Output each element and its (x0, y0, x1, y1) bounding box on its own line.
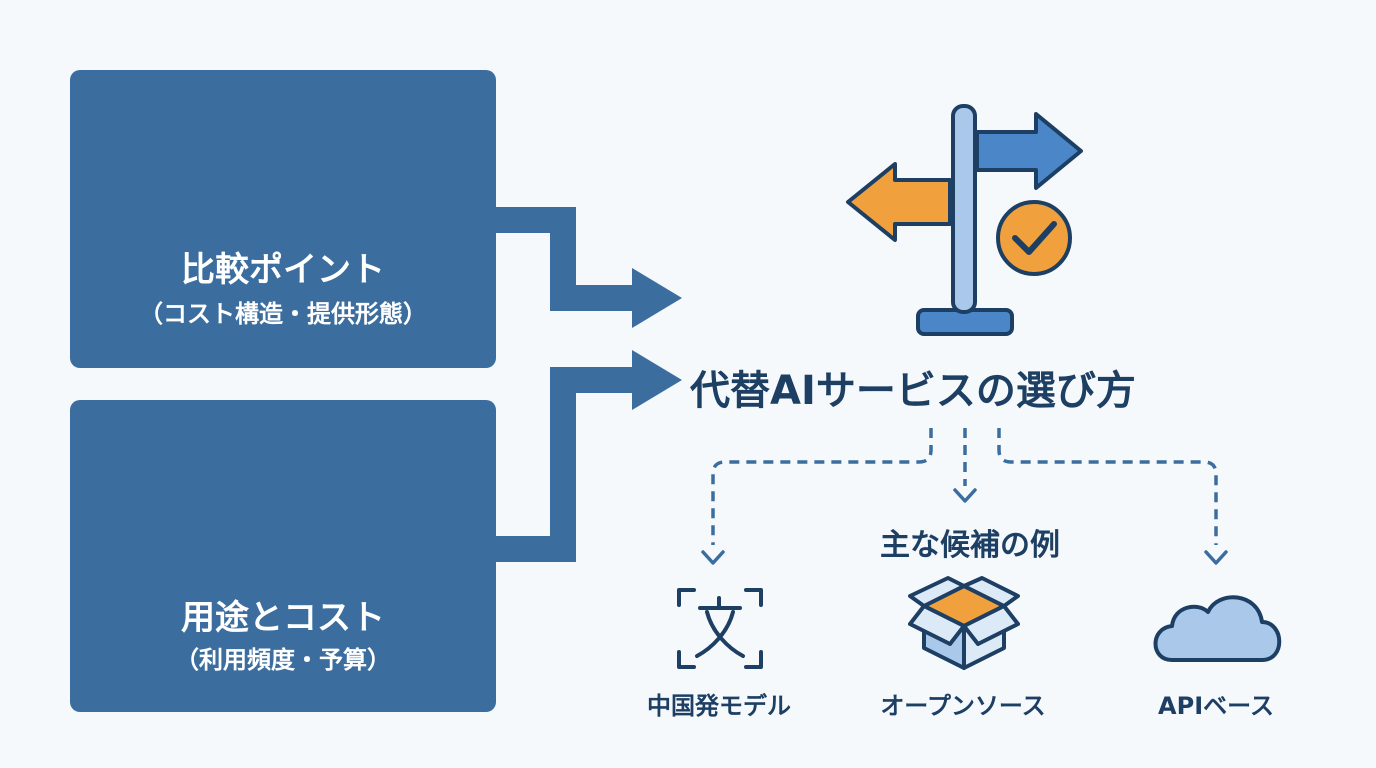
cloud-icon (1153, 595, 1282, 662)
open-box-icon (908, 576, 1020, 670)
signpost-icon (846, 104, 1083, 336)
arrow-top-head (632, 268, 682, 328)
dashed-to-api (997, 428, 1218, 545)
candidate-label-chinese-model: 中国発モデル (647, 692, 791, 720)
candidate-label-open-source: オープンソース (880, 692, 1046, 720)
factor-card-subtitle: （利用頻度・予算） (175, 646, 391, 674)
dashed-connectors (711, 428, 1218, 545)
factor-card-usage-cost: 用途とコスト （利用頻度・予算） (70, 400, 496, 712)
connector-arrows (496, 207, 636, 562)
candidates-heading: 主な候補の例 (880, 528, 1060, 563)
factor-card-title: 比較ポイント (181, 250, 385, 290)
dashed-head-chinese (701, 550, 725, 565)
main-title: 代替AIサービスの選び方 (690, 368, 1136, 414)
dashed-to-chinese (711, 428, 933, 545)
translate-icon (677, 588, 763, 669)
candidate-label-api-based: APIベース (1158, 692, 1274, 720)
dashed-head-api (1204, 550, 1228, 565)
arrow-bottom-head (632, 350, 682, 410)
arrow-bottom-connector (496, 367, 636, 562)
dashed-head-heading (953, 488, 977, 503)
factor-card-comparison: 比較ポイント （コスト構造・提供形態） (70, 70, 496, 368)
arrow-top-connector (496, 207, 636, 311)
factor-card-subtitle: （コスト構造・提供形態） (139, 300, 427, 328)
factor-card-title: 用途とコスト (181, 598, 385, 638)
